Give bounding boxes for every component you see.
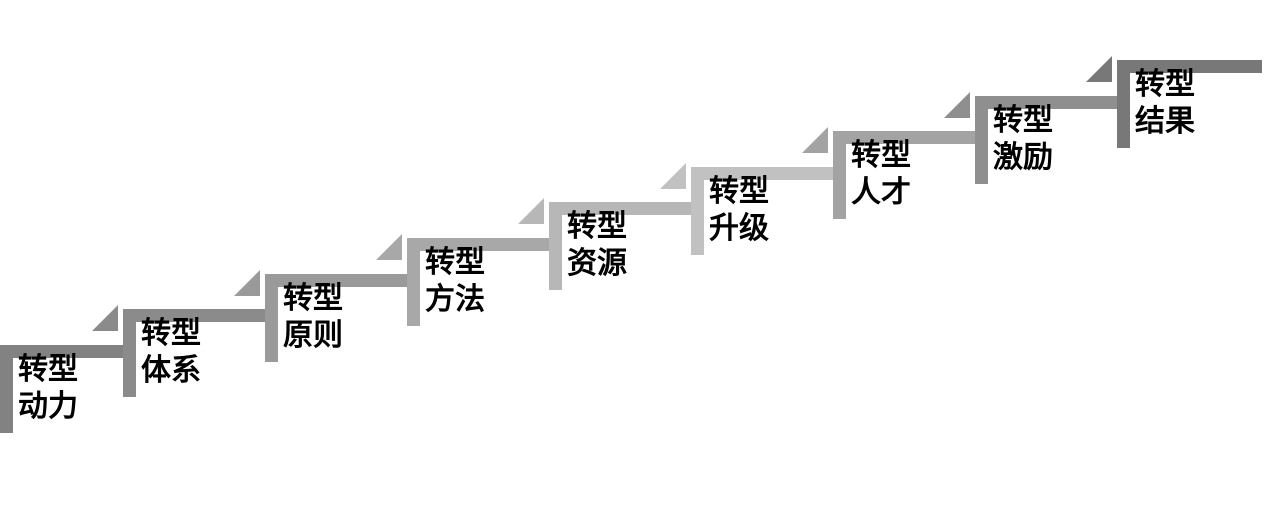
- step-label-line2: 激励: [993, 141, 1053, 174]
- up-arrow-icon: [802, 127, 828, 153]
- step-label-line1: 转型: [1135, 68, 1195, 101]
- up-arrow-icon: [518, 198, 544, 224]
- step-top-bar: [123, 309, 265, 322]
- up-arrow-icon: [944, 92, 970, 118]
- step-label-line1: 转型: [425, 246, 485, 279]
- up-arrow-icon: [376, 234, 402, 260]
- step-label-line2: 人才: [851, 176, 911, 209]
- step-label-line1: 转型: [18, 353, 78, 386]
- step-top-bar: [975, 96, 1117, 109]
- step-label: 转型 资源: [567, 208, 627, 282]
- step-side-bar: [407, 238, 420, 326]
- step-top-bar: [1117, 60, 1262, 73]
- step-label: 转型 原则: [283, 280, 343, 354]
- step-top-bar: [407, 238, 549, 251]
- step-label-line2: 升级: [709, 212, 769, 245]
- step-label-line2: 方法: [425, 283, 485, 316]
- up-arrow-icon: [92, 305, 118, 331]
- step-label-line2: 动力: [18, 390, 78, 423]
- step-label: 转型 升级: [709, 173, 769, 247]
- step-side-bar: [123, 309, 136, 397]
- step-side-bar: [975, 96, 988, 184]
- step-top-bar: [549, 202, 691, 215]
- up-arrow-icon: [234, 270, 260, 296]
- step-label-line2: 体系: [141, 354, 201, 387]
- step-label-line2: 结果: [1135, 105, 1195, 138]
- step-label: 转型 动力: [18, 351, 78, 425]
- step-side-bar: [1117, 60, 1130, 148]
- step-label-line1: 转型: [567, 210, 627, 243]
- step-label: 转型 人才: [851, 137, 911, 211]
- step-label-line1: 转型: [709, 175, 769, 208]
- up-arrow-icon: [660, 163, 686, 189]
- step-label-line1: 转型: [993, 104, 1053, 137]
- up-arrow-icon: [1086, 56, 1112, 82]
- step-label: 转型 激励: [993, 102, 1053, 176]
- step-side-bar: [549, 202, 562, 290]
- step-side-bar: [833, 131, 846, 219]
- step-label-line2: 原则: [283, 319, 343, 352]
- step-label-line1: 转型: [851, 139, 911, 172]
- step-label: 转型 体系: [141, 315, 201, 389]
- step-side-bar: [265, 274, 278, 362]
- step-label-line2: 资源: [567, 247, 627, 280]
- step-top-bar: [0, 345, 123, 358]
- step-label: 转型 结果: [1135, 66, 1195, 140]
- step-side-bar: [0, 345, 13, 433]
- step-top-bar: [691, 167, 833, 180]
- step-label: 转型 方法: [425, 244, 485, 318]
- step-top-bar: [833, 131, 975, 144]
- step-label-line1: 转型: [283, 282, 343, 315]
- step-label-line1: 转型: [141, 317, 201, 350]
- step-top-bar: [265, 274, 407, 287]
- step-side-bar: [691, 167, 704, 255]
